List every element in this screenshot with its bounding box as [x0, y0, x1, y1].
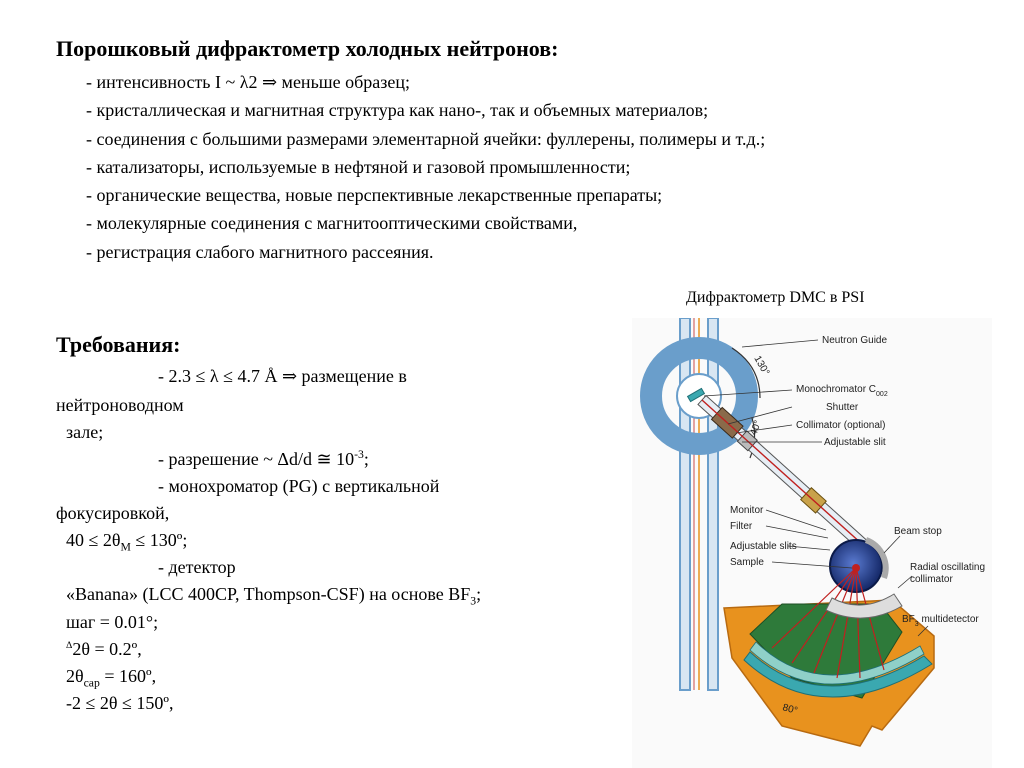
diagonal-arm	[697, 394, 882, 563]
req-focusing: фокусировкой,	[56, 503, 170, 523]
req-angle-suffix: ≤ 130º;	[130, 530, 188, 550]
req-delta-text: 2θ = 0.2º,	[72, 639, 142, 659]
list-item: - катализаторы, используемые в нефтяной …	[86, 156, 631, 177]
beam-stop	[864, 537, 889, 579]
list-item: - соединения с большими размерами элемен…	[86, 128, 766, 149]
features-list: - интенсивность I ~ λ2 ⇒ меньше образец;…	[86, 68, 765, 266]
req-banana-suffix: ;	[476, 584, 482, 604]
req-range: -2 ≤ 2θ ≤ 150º,	[66, 693, 174, 713]
label-angle-40: 40°	[748, 419, 764, 437]
req-resolution-text: - разрешение ~ Δd/d ≅ 10	[158, 449, 355, 469]
monochromator-drum	[640, 337, 758, 455]
list-item: - регистрация слабого магнитного рассеян…	[86, 241, 434, 262]
page-title: Порошковый дифрактометр холодных нейтрон…	[56, 36, 559, 61]
label-adjustable-slits: Adjustable slits	[730, 541, 797, 552]
list-item: - органические вещества, новые перспекти…	[86, 185, 663, 206]
label-collimator: Collimator (optional)	[796, 420, 885, 431]
req-wavelength-cont1: нейтроноводном	[56, 395, 184, 415]
label-radial-1: Radial oscillating	[910, 562, 985, 573]
req-cap-suffix: = 160º,	[99, 666, 157, 686]
label-adjustable-slit: Adjustable slit	[824, 437, 886, 448]
req-cap-text: 2θ	[66, 666, 84, 686]
label-neutron-guide: Neutron Guide	[822, 335, 887, 346]
diagram-caption: Дифрактометр DMC в PSI	[686, 289, 865, 306]
requirements-title: Требования:	[56, 332, 181, 357]
list-item: - кристаллическая и магнитная структура …	[86, 100, 709, 121]
guide-tube-right	[707, 318, 719, 691]
req-detector: - детектор	[158, 557, 236, 577]
label-beam-stop: Beam stop	[894, 526, 942, 537]
angle-arc-130	[731, 347, 761, 399]
req-step: шаг = 0.01°;	[66, 612, 159, 632]
label-monochromator-text: Monochromator C	[796, 384, 876, 395]
req-banana-sub: 3	[470, 594, 477, 608]
detector-arc	[743, 651, 933, 698]
label-sample: Sample	[730, 557, 764, 568]
req-banana-text: «Banana» (LCC 400CP, Thompson-CSF) на ос…	[66, 584, 471, 604]
label-monochromator-sub: 002	[876, 391, 888, 398]
dmc-diagram-svg: Neutron Guide Monochromator C002 Shutter…	[640, 318, 985, 747]
label-monitor: Monitor	[730, 505, 764, 516]
detector-arc-inner	[749, 641, 925, 685]
list-item: - молекулярные соединения с магнитооптич…	[86, 213, 578, 234]
list-item: - интенсивность I ~ λ2 ⇒ меньше образец;	[86, 72, 411, 92]
label-filter: Filter	[730, 521, 753, 532]
scattered-beams	[771, 567, 885, 679]
monochromator-crystal	[686, 387, 706, 403]
req-resolution-suffix: ;	[363, 449, 369, 469]
req-delta: Δ2θ = 0.2º,	[66, 639, 142, 660]
req-monochromator: - монохроматор (PG) с вертикальной	[158, 476, 440, 496]
radial-collimator	[825, 593, 903, 619]
req-wavelength: - 2.3 ≤ λ ≤ 4.7 Å ⇒ размещение в	[158, 366, 407, 386]
req-angle-sub: M	[120, 540, 131, 554]
req-angle-text: 40 ≤ 2θ	[66, 530, 121, 550]
label-bf3-sub: 3	[915, 621, 919, 628]
label-radial-2: collimator	[910, 574, 953, 585]
req-delta-prefix: Δ	[66, 640, 73, 651]
label-angle-80: 80°	[781, 702, 798, 717]
label-angle-130: 130°	[751, 354, 771, 377]
req-cap-sub: cap	[83, 676, 100, 690]
guide-tube-left	[679, 318, 691, 691]
req-angle: 40 ≤ 2θM ≤ 130º;	[66, 530, 187, 554]
req-cap: 2θcap = 160º,	[66, 666, 156, 690]
dmc-diagram: Neutron Guide Monochromator C002 Shutter…	[632, 318, 992, 768]
label-bf3: BF3 multidetector	[902, 614, 979, 628]
req-resolution-exp: -3	[354, 448, 364, 461]
label-bf3-suffix: multidetector	[919, 614, 980, 625]
req-resolution: - разрешение ~ Δd/d ≅ 10-3;	[158, 448, 369, 470]
label-bf3-text: BF	[902, 614, 915, 625]
req-wavelength-cont2: зале;	[66, 422, 104, 442]
label-shutter: Shutter	[826, 402, 859, 413]
label-monochromator: Monochromator C002	[796, 384, 888, 398]
req-banana: «Banana» (LCC 400CP, Thompson-CSF) на ос…	[66, 584, 481, 608]
